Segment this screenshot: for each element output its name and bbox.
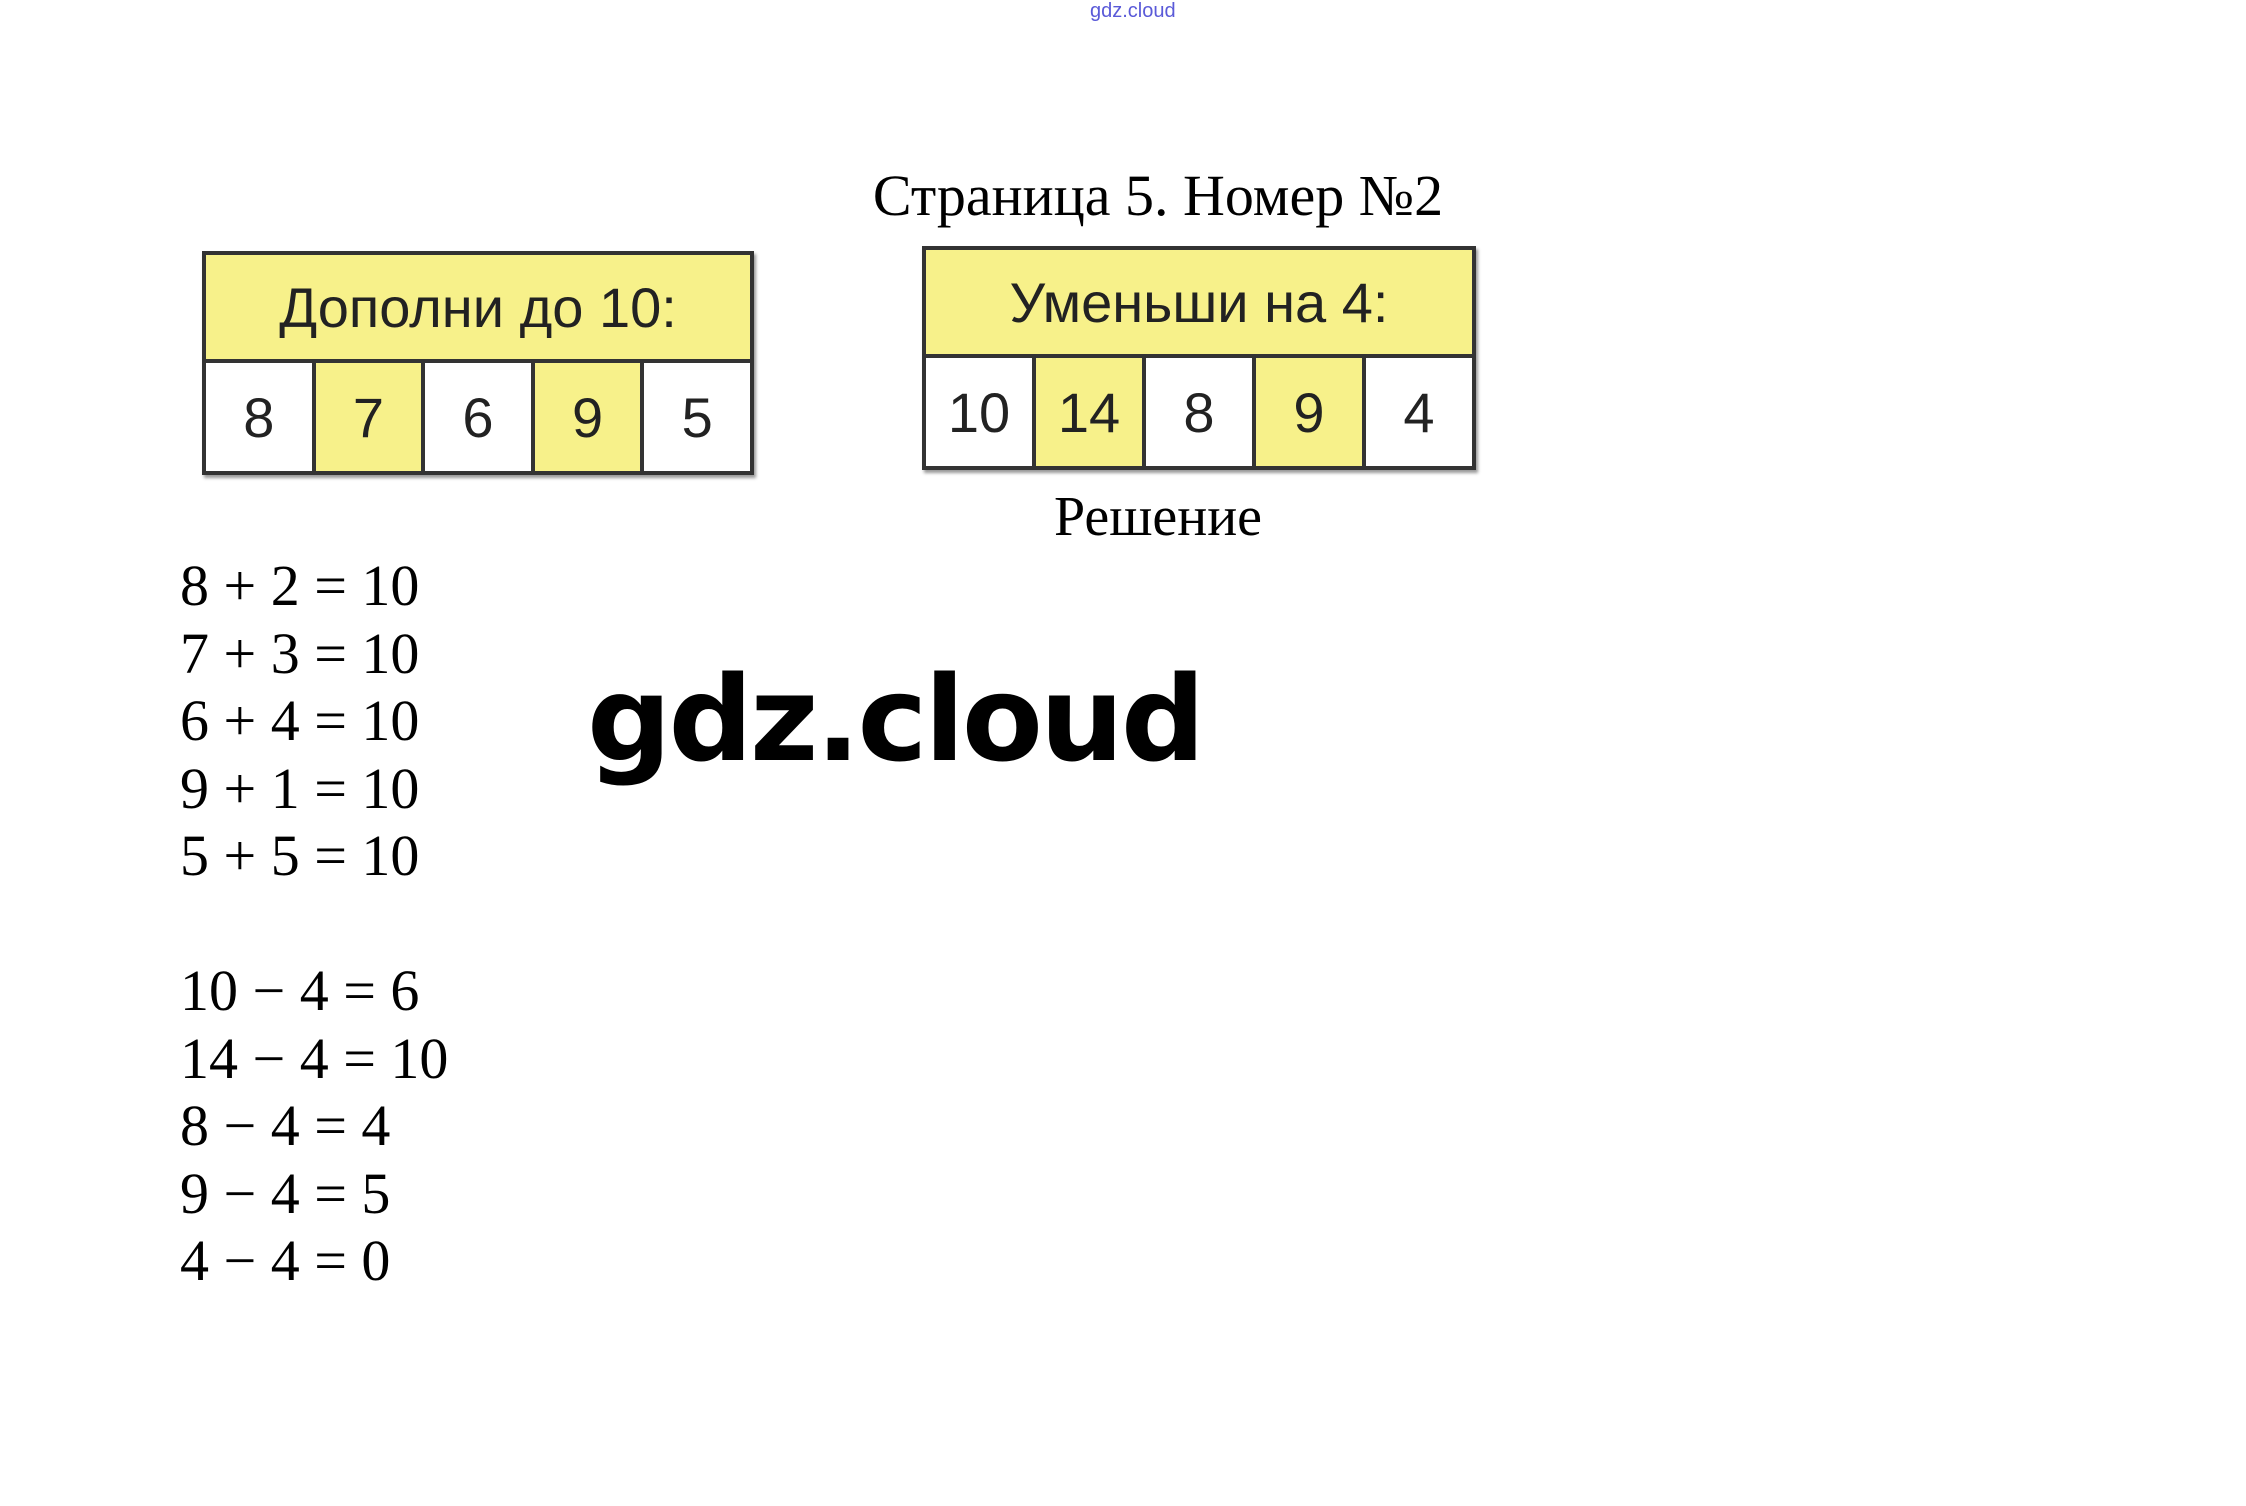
equation: 9 − 4 = 5 bbox=[180, 1160, 391, 1226]
equation: 6 + 4 = 10 bbox=[180, 688, 420, 753]
watermark-top: gdz.cloud bbox=[1090, 0, 1176, 22]
equation: 8 − 4 = 4 bbox=[180, 1093, 391, 1158]
equation: 9 + 1 = 10 bbox=[180, 755, 420, 821]
task-cell: 10 bbox=[926, 358, 1036, 466]
task-complete-to-10: Дополни до 10: 8 7 6 9 5 bbox=[202, 251, 754, 475]
task-cell: 14 bbox=[1036, 358, 1146, 466]
equation: 4 − 4 = 0 bbox=[180, 1228, 391, 1293]
task-cell: 4 bbox=[1403, 380, 1435, 444]
task-header: Дополни до 10: bbox=[206, 255, 750, 363]
task-cell: 8 bbox=[206, 363, 316, 471]
task-header: Уменьши на 4: bbox=[926, 250, 1472, 358]
watermark: gdz.cloud bbox=[587, 650, 1205, 788]
task-cell: 7 bbox=[315, 363, 426, 471]
equation: 10 − 4 = 6 bbox=[180, 958, 420, 1023]
equation: 7 + 3 = 10 bbox=[180, 620, 420, 686]
equation: 5 + 5 = 10 bbox=[180, 823, 420, 888]
equation: 8 + 2 = 10 bbox=[180, 553, 420, 618]
task-cell: 5 bbox=[681, 385, 713, 449]
task-cell: 9 bbox=[534, 363, 645, 471]
equation: 14 − 4 = 10 bbox=[180, 1025, 449, 1091]
solution-label: Решение bbox=[1053, 486, 1263, 548]
task-cell: 9 bbox=[1256, 358, 1366, 466]
page-title: Страница 5. Номер №2 bbox=[872, 163, 1444, 228]
subtraction-equations: 10 − 4 = 6 14 − 4 = 10 8 − 4 = 4 9 − 4 =… bbox=[180, 957, 448, 1295]
task-decrease-by-4: Уменьши на 4: 10 14 8 9 4 bbox=[922, 246, 1476, 470]
addition-equations: 8 + 2 = 10 7 + 3 = 10 6 + 4 = 10 9 + 1 =… bbox=[180, 552, 419, 890]
task-cell: 6 bbox=[425, 363, 535, 471]
task-cell: 8 bbox=[1146, 358, 1256, 466]
